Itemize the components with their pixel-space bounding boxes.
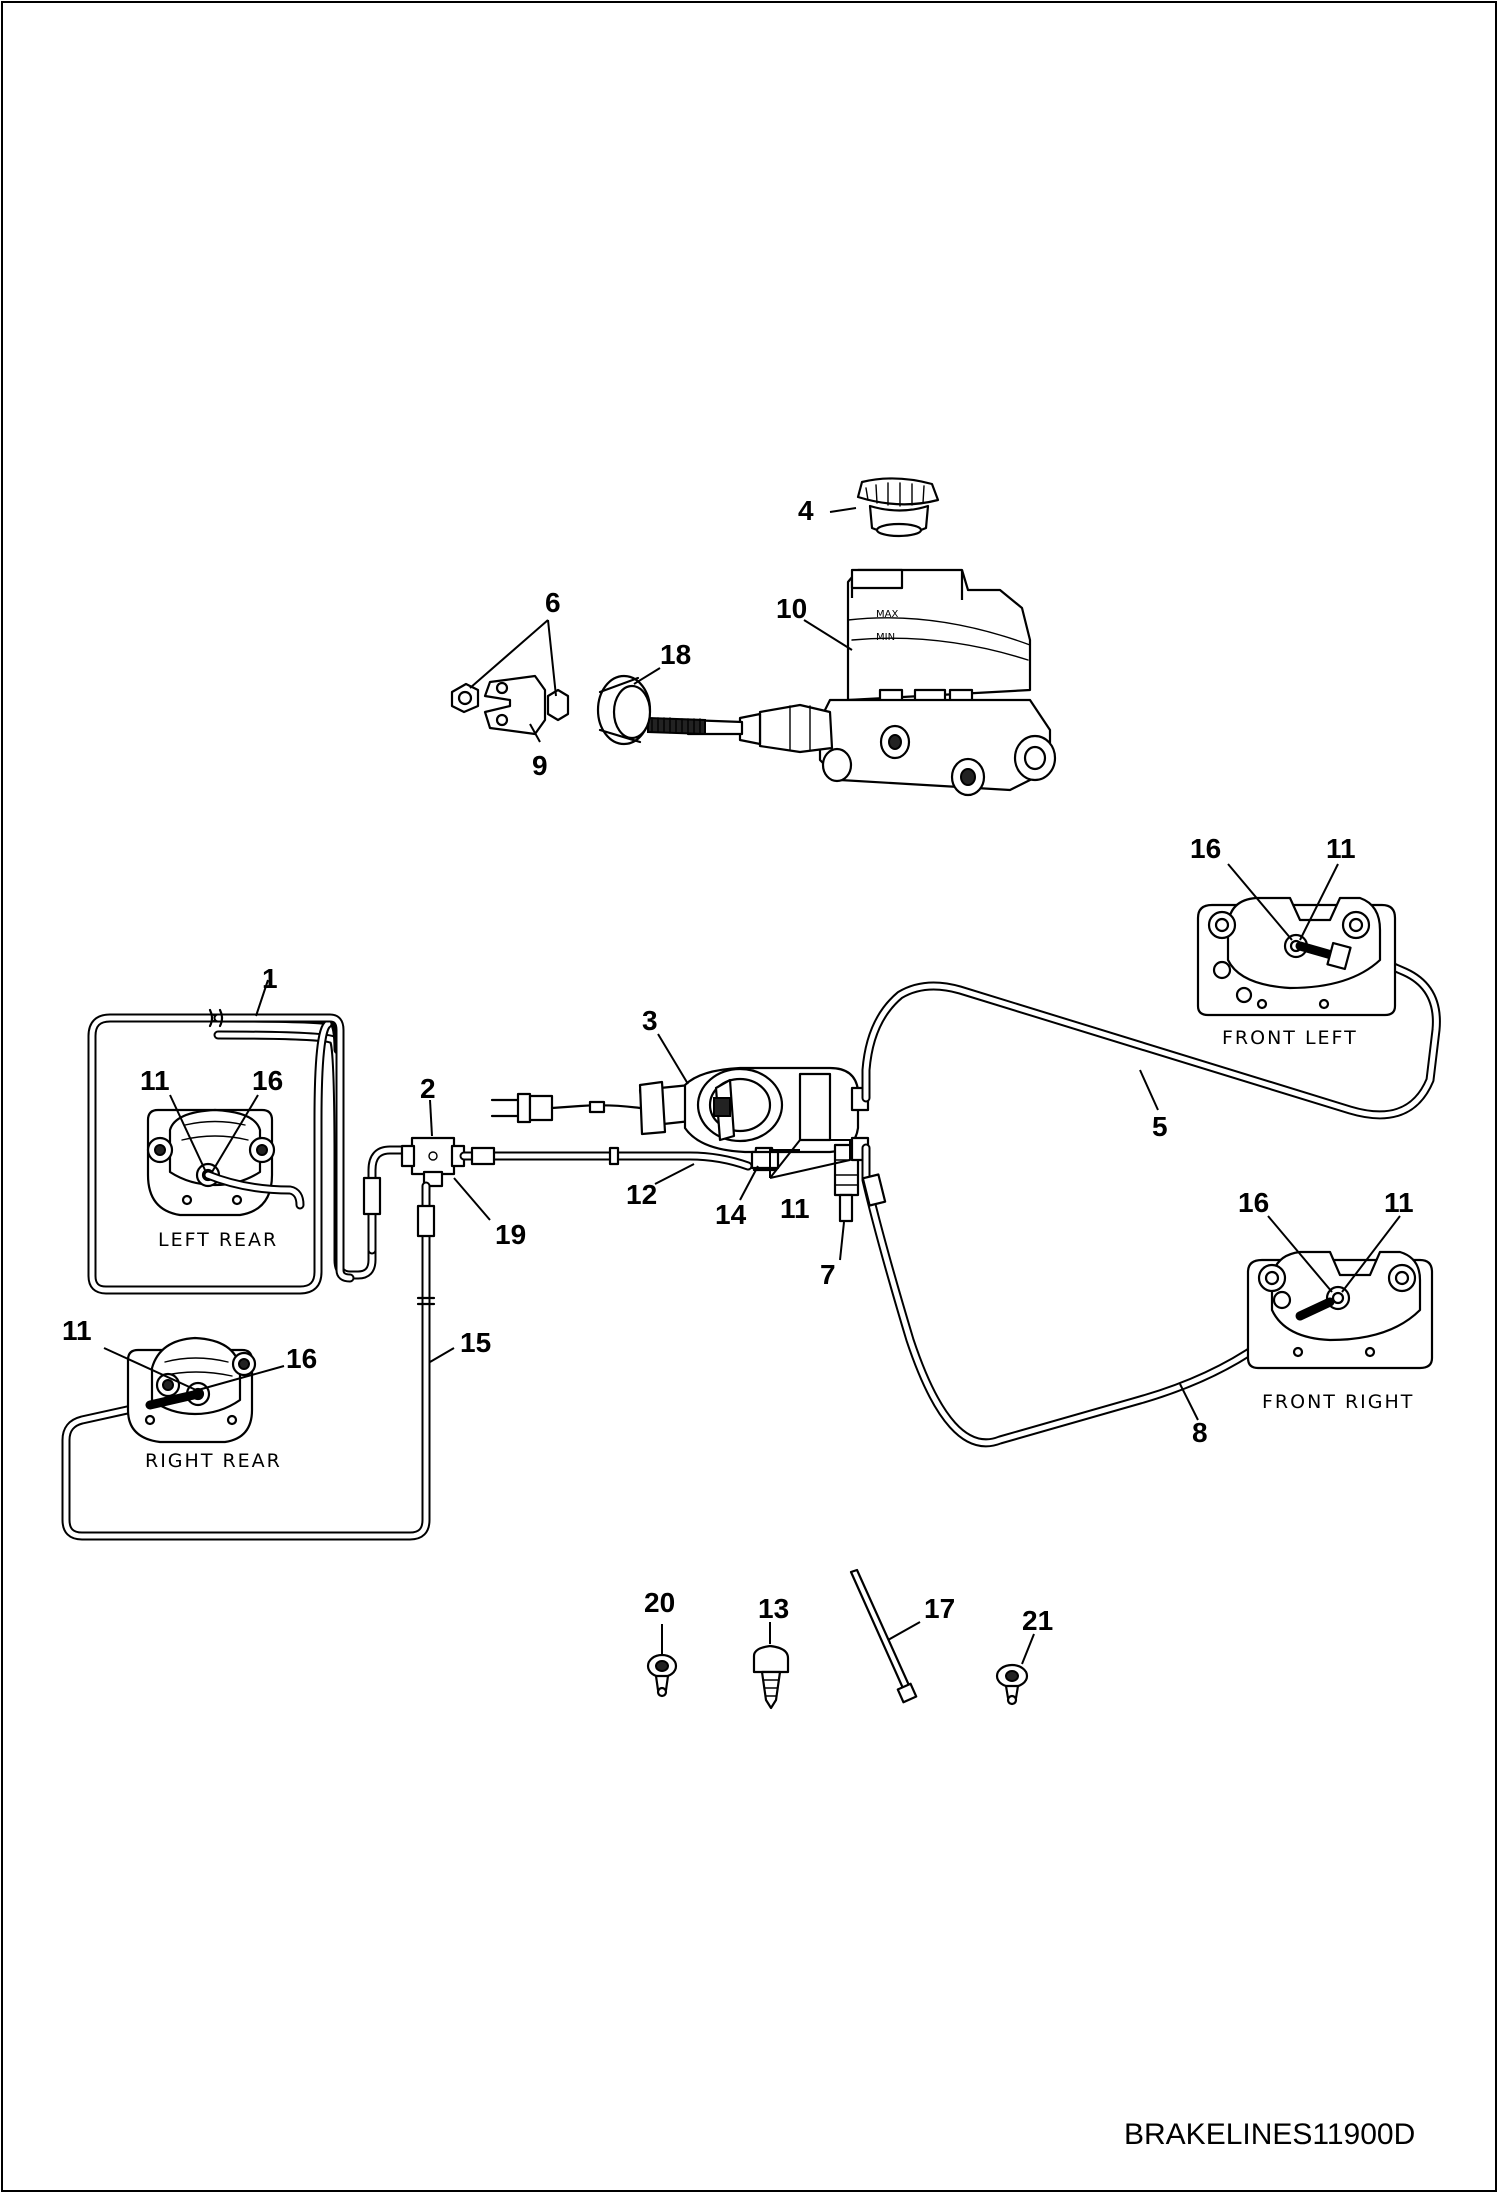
callout-20: 20: [644, 1587, 675, 1618]
front-left-caption: FRONT LEFT: [1222, 1027, 1358, 1049]
callout-15: 15: [460, 1327, 491, 1358]
svg-text:MIN: MIN: [876, 632, 895, 643]
brake-tube-8: [861, 1143, 1325, 1448]
callout-9: 9: [532, 750, 548, 781]
callout-3: 3: [642, 1005, 658, 1036]
right-rear-caption: RIGHT REAR: [145, 1450, 282, 1472]
front-right-caption: FRONT RIGHT: [1262, 1391, 1414, 1413]
callout-12: 12: [626, 1179, 657, 1210]
callout-17: 17: [924, 1593, 955, 1624]
tube-clip-21: [995, 1663, 1029, 1706]
callout-11-right-rear: 11: [62, 1315, 92, 1346]
callout-5: 5: [1152, 1111, 1168, 1142]
drawing-id: BRAKELINES11900D: [1124, 2118, 1415, 2151]
callout-18: 18: [660, 639, 691, 670]
callouts: 4 6 10 18 9 1 3 2 19 12 14 11 7 5 8 15 1…: [62, 495, 1414, 1636]
callout-10: 10: [776, 593, 807, 624]
callout-11-left-rear: 11: [140, 1065, 170, 1096]
callout-1: 1: [262, 963, 278, 994]
brake-tube-15: [61, 1181, 436, 1541]
svg-text:MAX: MAX: [876, 609, 898, 620]
master-cylinder: MAX MIN: [647, 568, 1057, 797]
callout-16-right-rear: 16: [286, 1343, 317, 1374]
callout-11-valve: 11: [780, 1193, 810, 1224]
brake-tube-12: [459, 1146, 753, 1171]
brake-tube-5: [861, 945, 1441, 1120]
leader-lines: [103, 507, 1401, 1665]
boot: [596, 674, 652, 746]
left-rear-caliper: LEFT REAR: [146, 1108, 305, 1251]
callout-21: 21: [1022, 1605, 1053, 1636]
proportioning-valve: [490, 1066, 870, 1223]
callout-11-front-left: 11: [1326, 833, 1356, 864]
front-right-caliper: FRONT RIGHT: [1246, 1250, 1434, 1413]
reservoir-cap: [856, 477, 940, 538]
callout-13: 13: [758, 1593, 789, 1624]
callout-16-front-right: 16: [1238, 1187, 1269, 1218]
tube-clip-20: [646, 1653, 678, 1698]
callout-14: 14: [715, 1199, 747, 1230]
right-rear-caliper: RIGHT REAR: [126, 1336, 282, 1472]
front-left-caliper: FRONT LEFT: [1196, 896, 1397, 1049]
callout-6: 6: [545, 587, 561, 618]
callout-16-left-rear: 16: [252, 1065, 283, 1096]
cable-tie-17: [849, 1568, 918, 1704]
left-rear-caption: LEFT REAR: [158, 1229, 278, 1251]
callout-8: 8: [1192, 1417, 1208, 1448]
callout-16-front-left: 16: [1190, 833, 1221, 864]
callout-19: 19: [495, 1219, 526, 1250]
callout-4: 4: [798, 495, 814, 526]
brake-tube-1: [87, 1008, 410, 1295]
push-rivet-13: [752, 1644, 790, 1710]
callout-11-front-right: 11: [1384, 1187, 1414, 1218]
callout-7: 7: [820, 1259, 836, 1290]
clevis-and-nuts: [450, 674, 570, 736]
callout-2: 2: [420, 1073, 436, 1104]
